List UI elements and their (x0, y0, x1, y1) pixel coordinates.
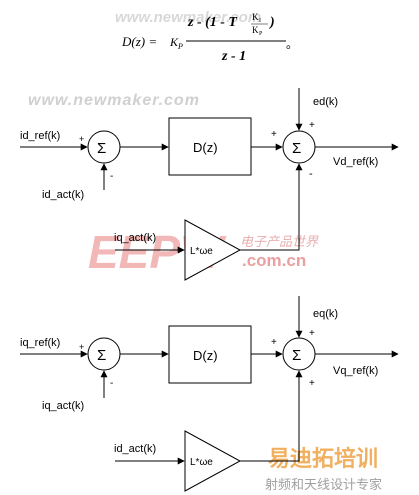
watermark-yidi-sub: 射频和天线设计专家 (265, 477, 382, 492)
watermark-top: www.newmaker.com (115, 9, 261, 26)
q-input-act-label: iq_act(k) (42, 400, 84, 412)
q-controller-label: D(z) (193, 348, 218, 363)
d-sum2-plus-left: + (271, 129, 277, 140)
watermark-yidi: 易迪拓培训 射频和天线设计专家 (265, 446, 382, 492)
q-axis-diagram (20, 296, 399, 492)
watermark-mid-url: www.newmaker.com (28, 92, 200, 109)
d-sum1-plus: + (79, 134, 84, 144)
transfer-function-formula: D(z) = K P z - (1 - T K I K P ) z - 1 。 (121, 12, 298, 64)
d-gain-label: L*ωe (190, 246, 213, 257)
d-sum1-minus: - (110, 171, 113, 182)
q-sum1-plus: + (79, 342, 84, 352)
q-disturbance-label: eq(k) (313, 308, 338, 320)
q-sum2-plus-bottom: + (309, 378, 315, 389)
watermark-eepw-cn: 电子产品世界 (240, 234, 319, 249)
d-sum2-symbol: Σ (292, 140, 301, 157)
formula-ki-sub: I (259, 18, 261, 24)
d-axis-diagram (20, 88, 399, 281)
d-disturbance-label: ed(k) (313, 96, 338, 108)
formula-kp2: K (252, 25, 259, 35)
d-input-act-label: id_act(k) (42, 189, 84, 201)
d-output-label: Vd_ref(k) (333, 156, 378, 168)
q-sum2-plus-left: + (271, 337, 277, 348)
d-ff-gain-triangle (184, 219, 242, 281)
formula-kp2-sub: P (259, 31, 263, 37)
formula-lhs: D(z) = (121, 34, 157, 49)
q-sum1-minus: - (110, 378, 113, 389)
d-input-ref-label: id_ref(k) (20, 130, 60, 142)
q-ff-input-label: id_act(k) (114, 443, 156, 455)
q-ff-out-arrow (240, 370, 303, 462)
d-controller-label: D(z) (193, 140, 218, 155)
formula-ki: K (252, 12, 259, 22)
formula-period: 。 (286, 37, 298, 51)
q-output-label: Vq_ref(k) (333, 365, 378, 377)
watermark-yidi-logo: 易迪拓培训 (268, 446, 378, 471)
formula-denominator: z - 1 (221, 49, 246, 64)
q-ff-gain-triangle (184, 430, 242, 492)
d-sum2-minus: - (309, 168, 313, 180)
q-gain-label: L*ωe (190, 457, 213, 468)
watermark-mid: www.newmaker.com (28, 92, 200, 109)
d-axis-labels: id_ref(k) id_act(k) iq_act(k) ed(k) Vd_r… (20, 96, 378, 257)
q-input-ref-label: iq_ref(k) (20, 337, 60, 349)
q-axis-labels: iq_ref(k) iq_act(k) id_act(k) eq(k) Vq_r… (20, 308, 378, 468)
formula-numerator: z - (1 - T (187, 15, 238, 30)
q-sum1-symbol: Σ (97, 347, 106, 364)
formula-close-paren: ) (268, 15, 275, 30)
d-sum1-symbol: Σ (97, 140, 106, 157)
watermark-eepw-url: .com.cn (242, 251, 306, 270)
formula-kp-sub: P (177, 42, 183, 51)
d-ff-input-label: iq_act(k) (114, 232, 156, 244)
q-controller-block (168, 325, 252, 384)
formula-kp: K (169, 35, 179, 49)
d-sum2-plus-top: + (309, 120, 315, 131)
watermark-top-url: www.newmaker.com (115, 9, 261, 26)
d-ff-out-arrow (240, 163, 303, 251)
q-sum2-symbol: Σ (292, 347, 301, 364)
q-sum2-plus-top: + (309, 328, 315, 339)
d-controller-block (168, 117, 252, 176)
